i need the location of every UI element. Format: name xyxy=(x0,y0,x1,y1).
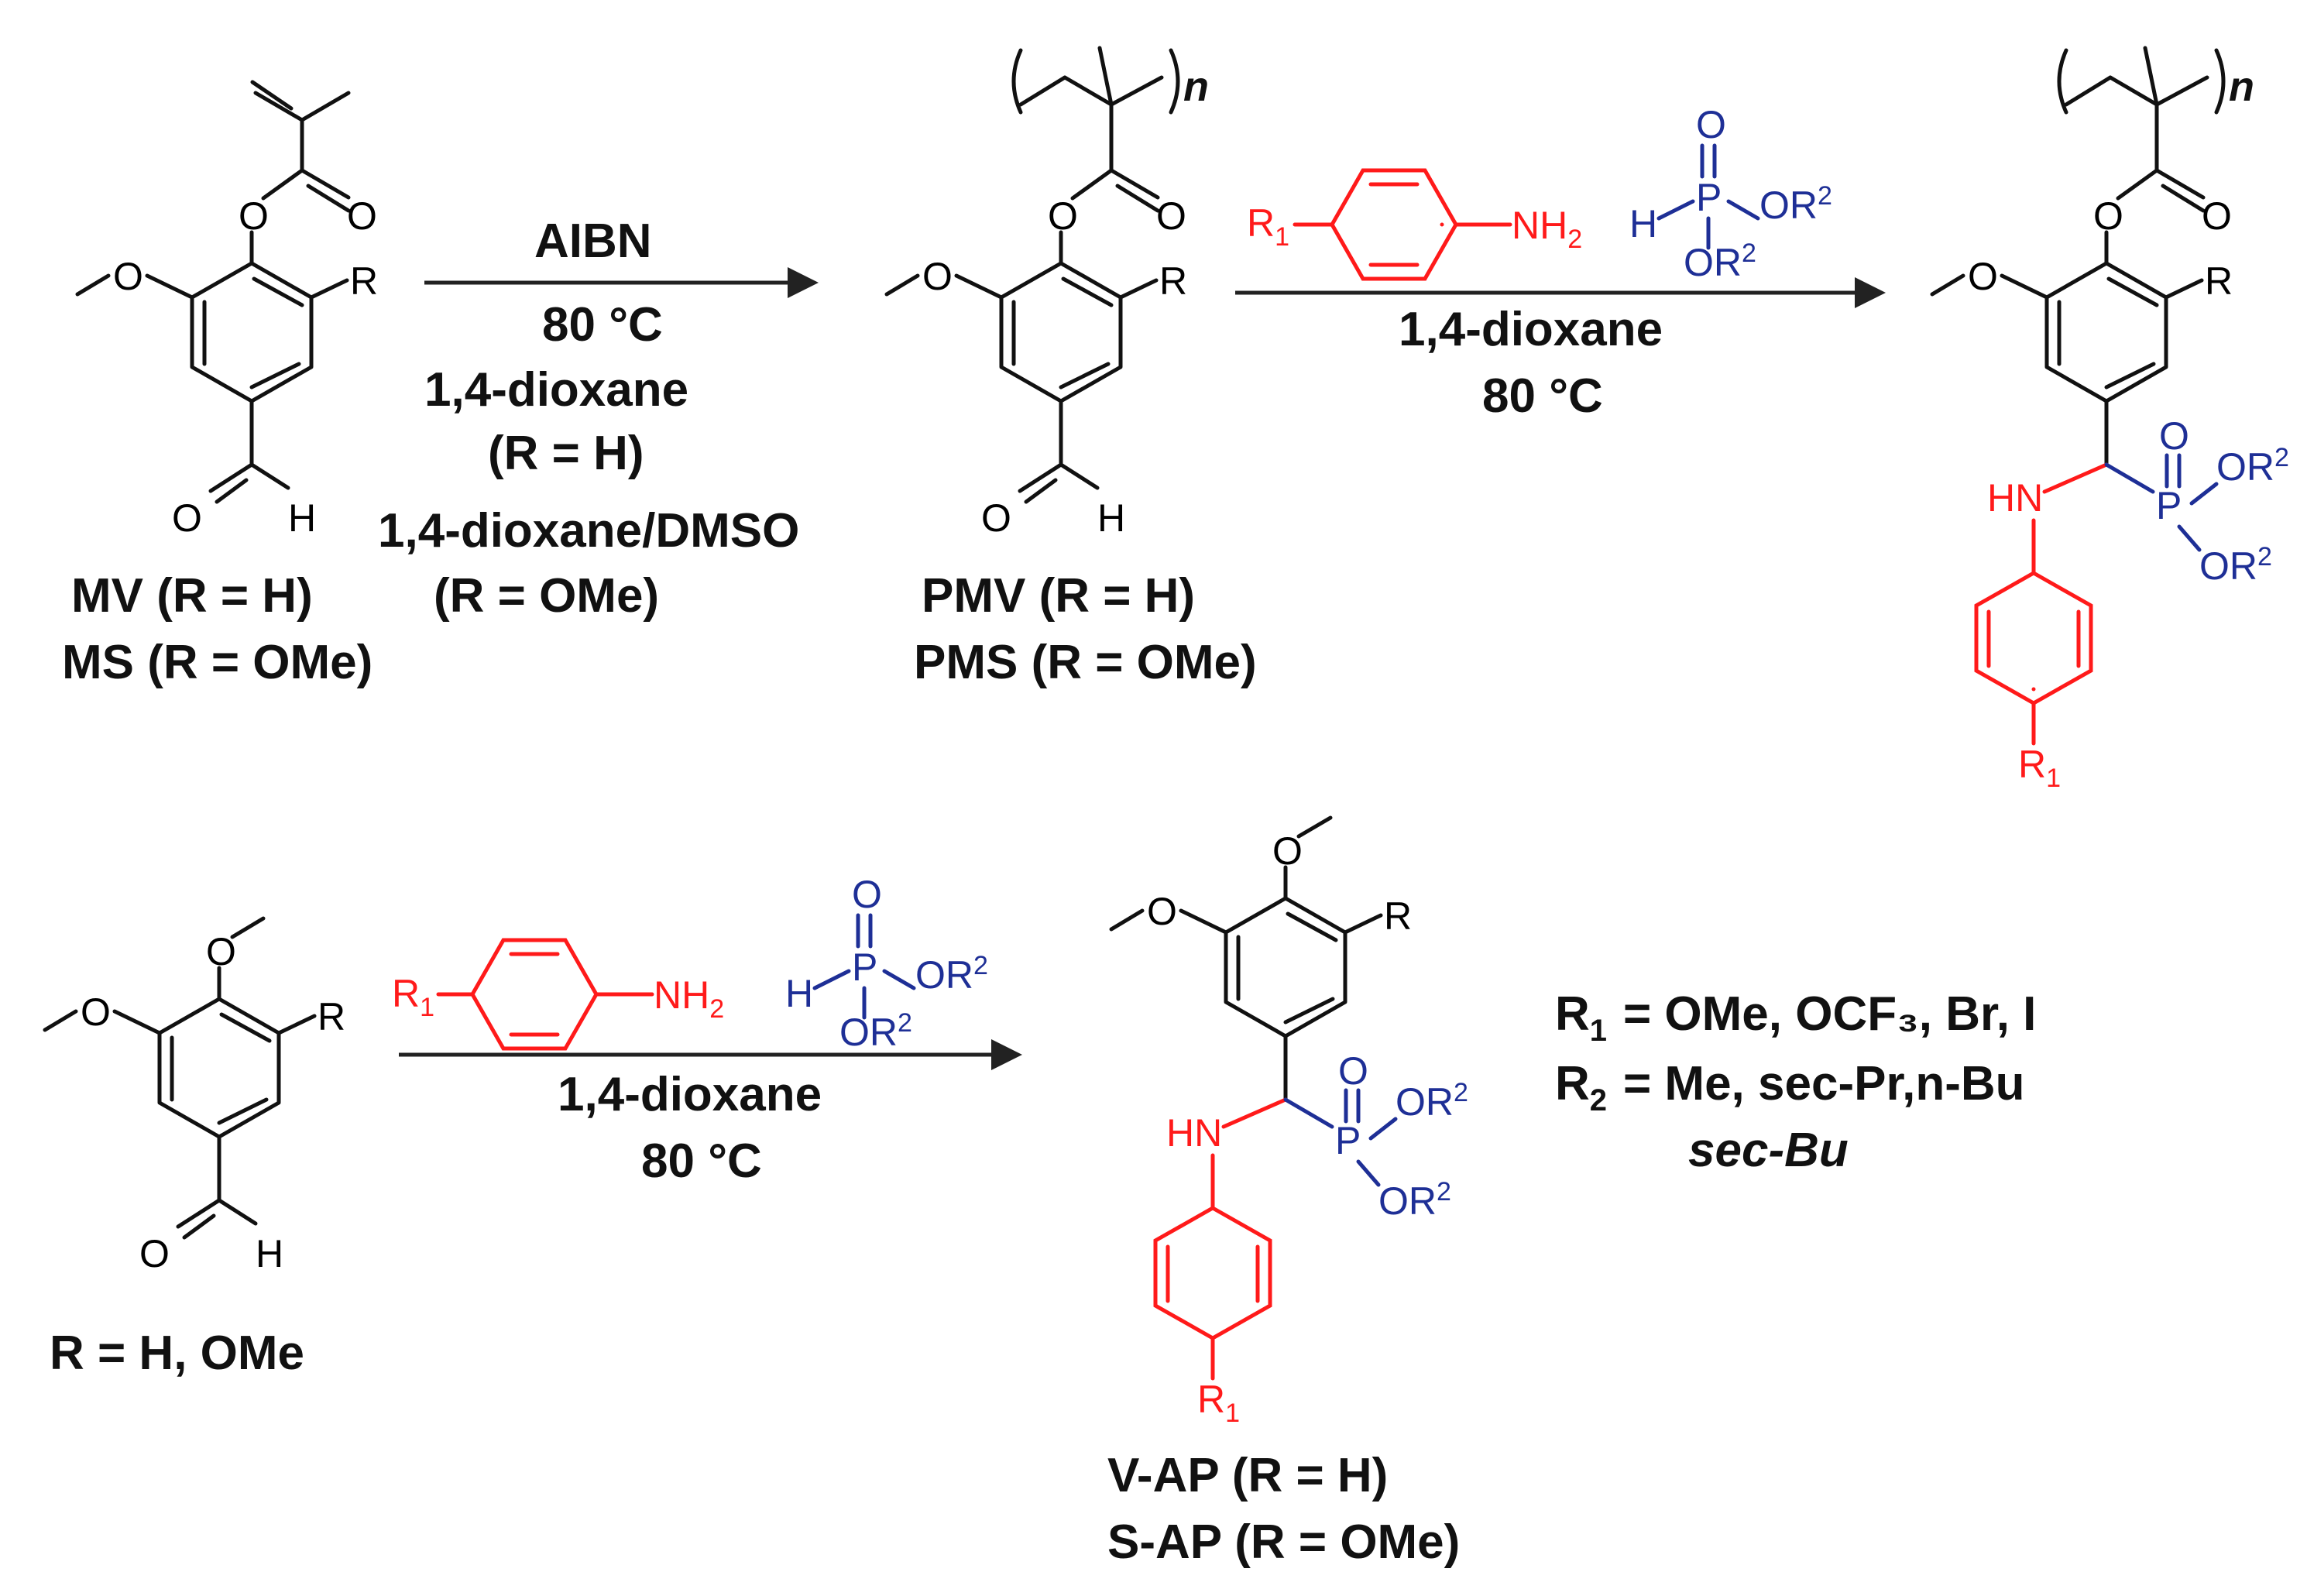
atom-r1: R1 xyxy=(1247,201,1289,252)
repeat-n: n xyxy=(2229,63,2254,110)
amine-reagent-2: R1 NH2 xyxy=(392,938,724,1051)
atom-h: H xyxy=(256,1232,283,1275)
atom-or2: OR2 xyxy=(1396,1078,1468,1124)
atom-h: H xyxy=(288,496,316,540)
atom-o: O xyxy=(239,194,269,238)
polymer-product-structure: O R O O n HN P O OR2 OR2 xyxy=(1930,46,2289,793)
phosphite-reagent-1: O P H OR2 OR2 xyxy=(1629,103,1832,284)
atom-r1: R1 xyxy=(2018,743,2061,793)
step1-temperature: 80 °C xyxy=(542,298,663,352)
atom-r: R xyxy=(318,995,345,1038)
atom-o: O xyxy=(2202,194,2232,238)
legend-r1-symbol: R1 xyxy=(1555,987,1607,1048)
step2-solvent: 1,4-dioxane xyxy=(1399,303,1663,356)
label-pms: PMS (R = OMe) xyxy=(914,636,1257,689)
atom-or2: OR2 xyxy=(839,1008,912,1054)
atom-o: O xyxy=(852,873,882,916)
polymer-structure: O R O O n O H xyxy=(884,46,1209,540)
repeat-n: n xyxy=(1183,63,1209,110)
atom-o: O xyxy=(2093,194,2123,238)
atom-o: O xyxy=(1968,255,1998,298)
atom-r1: R1 xyxy=(392,972,434,1022)
step1-case-h: (R = H) xyxy=(488,427,644,480)
atom-p: P xyxy=(852,946,877,989)
atom-o: O xyxy=(172,496,202,540)
step2-temperature: 80 °C xyxy=(1482,369,1603,423)
legend-r2-values-cont: sec-Bu xyxy=(1688,1124,1849,1177)
atom-p: P xyxy=(1335,1119,1361,1162)
atom-o: O xyxy=(81,990,111,1034)
aldehyde-structure: O R O O H xyxy=(43,916,345,1275)
atom-hn: HN xyxy=(1166,1111,1222,1155)
atom-or2: OR2 xyxy=(2216,443,2289,489)
atom-h: H xyxy=(1629,202,1657,245)
atom-r: R xyxy=(1159,259,1187,303)
label-ms: MS (R = OMe) xyxy=(62,636,372,689)
atom-o: O xyxy=(1696,103,1726,146)
substituent-legend: R1 = OMe, OCF₃, Br, I R2 = Me, sec-Pr,n-… xyxy=(1555,987,2036,1177)
step1-solvent-ome: 1,4-dioxane/DMSO xyxy=(378,504,799,558)
atom-or2: OR2 xyxy=(2199,542,2272,588)
step3-temperature: 80 °C xyxy=(641,1134,762,1188)
atom-p: P xyxy=(2156,484,2182,527)
atom-r: R xyxy=(2205,259,2233,303)
atom-r: R xyxy=(350,259,378,303)
atom-o: O xyxy=(1338,1049,1368,1093)
atom-or2: OR2 xyxy=(1378,1177,1451,1223)
label-mv: MV (R = H) xyxy=(71,569,313,623)
atom-o: O xyxy=(113,255,143,298)
atom-or2: OR2 xyxy=(1684,239,1756,284)
atom-o: O xyxy=(1147,890,1177,933)
atom-or2: OR2 xyxy=(1759,181,1832,227)
atom-o: O xyxy=(347,194,377,238)
atom-o: O xyxy=(1048,194,1078,238)
atom-o: O xyxy=(2159,414,2189,458)
legend-r2-symbol: R2 xyxy=(1555,1057,1607,1117)
monomer-structure: O R O O O H xyxy=(75,80,378,540)
atom-o: O xyxy=(1156,194,1186,238)
atom-o: O xyxy=(922,255,953,298)
atom-h: H xyxy=(1097,496,1125,540)
step1-initiator: AIBN xyxy=(534,215,652,268)
atom-h: H xyxy=(785,972,813,1015)
atom-r: R xyxy=(1384,894,1412,938)
phosphite-reagent-2: O P H OR2 OR2 xyxy=(785,873,988,1054)
amine-reagent-1: R1 NH2 xyxy=(1247,168,1582,281)
atom-p: P xyxy=(1696,176,1722,219)
atom-nh2: NH2 xyxy=(1512,204,1582,254)
label-aldehyde-r: R = H, OMe xyxy=(50,1327,304,1380)
step1-case-ome: (R = OMe) xyxy=(434,569,659,623)
atom-r1: R1 xyxy=(1197,1378,1240,1428)
atom-hn: HN xyxy=(1987,476,2043,520)
label-pmv: PMV (R = H) xyxy=(922,569,1195,623)
label-vap: V-AP (R = H) xyxy=(1107,1449,1388,1502)
step3-solvent: 1,4-dioxane xyxy=(558,1068,822,1121)
atom-or2: OR2 xyxy=(915,951,988,997)
small-product-structure: O R O HN P O OR2 OR2 R1 xyxy=(1109,815,1468,1428)
legend-r2-values: = Me, sec-Pr,n-Bu xyxy=(1623,1057,2025,1110)
step1-solvent-h: 1,4-dioxane xyxy=(424,363,688,417)
legend-r1-values: = OMe, OCF₃, Br, I xyxy=(1623,987,2036,1041)
atom-o: O xyxy=(981,496,1011,540)
atom-o: O xyxy=(139,1232,170,1275)
atom-nh2: NH2 xyxy=(654,973,724,1024)
label-sap: S-AP (R = OMe) xyxy=(1107,1515,1460,1569)
